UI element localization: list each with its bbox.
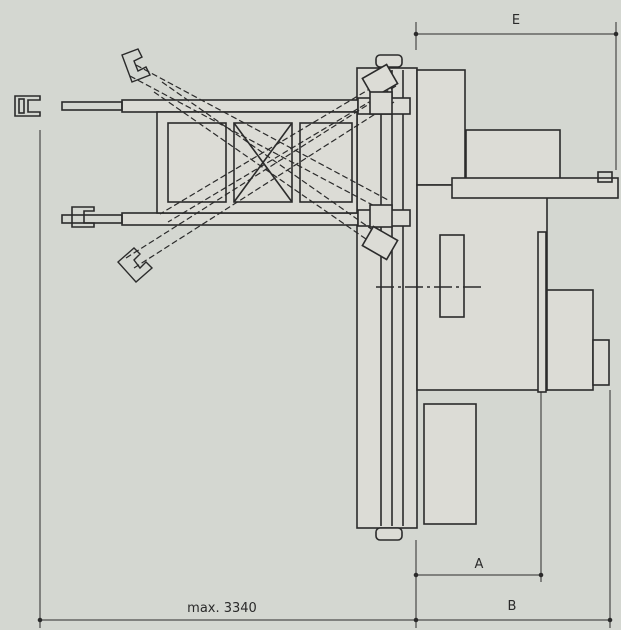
machine-body xyxy=(376,69,619,525)
label-a: A xyxy=(475,557,484,572)
label-b: B xyxy=(508,599,517,614)
swing-stop-bottom xyxy=(117,247,154,283)
sliding-table-beam xyxy=(356,54,418,541)
dimension-a xyxy=(413,390,544,582)
dimension-b xyxy=(415,390,613,628)
label-e: E xyxy=(512,13,520,28)
label-max-width: max. 3340 xyxy=(187,601,257,616)
fence-swing-upper xyxy=(129,64,397,223)
dimension-max-width xyxy=(37,130,419,628)
beam-clamps xyxy=(361,63,399,261)
fence-swing-lower xyxy=(125,81,395,269)
fence-stop-lower xyxy=(71,206,95,228)
dimension-e xyxy=(413,22,619,170)
swing-stop-top xyxy=(121,48,151,83)
outrigger-frame xyxy=(61,97,411,227)
fence-stop-main xyxy=(14,95,41,117)
